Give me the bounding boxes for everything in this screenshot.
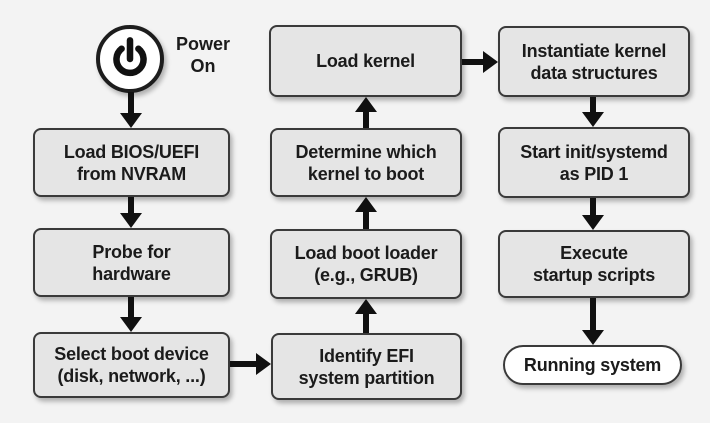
arrow-loadkernel-to-instantiate [462,51,498,73]
arrow-bootloader-to-determine [355,197,377,229]
node-text-line: startup scripts [532,265,656,285]
node-load-boot-loader: Load boot loader (e.g., GRUB) [270,229,462,299]
power-on-label: Power On [170,33,236,77]
node-text-line: Start init/systemd [520,141,668,162]
node-text-line: Load BIOS/UEFI [63,141,200,162]
node-text-line: Load kernel [316,51,415,71]
node-text-line: from NVRAM [77,163,186,184]
power-on-label-line1: Power [175,34,231,54]
node-text-line: hardware [92,263,171,284]
arrow-init-to-execute [582,198,604,230]
node-text-line: (disk, network, ...) [57,366,206,386]
node-text-line: system partition [298,367,435,388]
arrow-probe-to-select [120,297,142,332]
arrow-execute-to-running [582,298,604,345]
node-text-line: Probe for [92,241,171,262]
arrow-identify-to-bootloader [355,299,377,333]
arrow-select-to-identify [230,353,271,375]
node-instantiate-kernel: Instantiate kernel data structures [498,26,690,97]
node-text-line: Load boot loader [294,243,438,263]
node-identify-efi: Identify EFI system partition [271,333,462,400]
node-load-kernel: Load kernel [269,25,462,97]
node-text-line: data structures [530,62,658,83]
arrow-determine-to-loadkernel [355,97,377,128]
node-text-line: Determine which [295,141,437,162]
node-execute-startup: Execute startup scripts [498,230,690,298]
node-text-line: Instantiate kernel [521,40,667,61]
arrow-bios-to-probe [120,197,142,228]
node-text-line: as PID 1 [559,163,629,184]
node-text-line: (e.g., GRUB) [314,265,418,285]
arrow-power-to-bios [120,92,142,128]
node-text-line: Select boot device [54,344,209,364]
node-text-line: Execute [560,243,628,263]
power-on-label-line2: On [190,56,216,76]
node-probe-hardware: Probe for hardware [33,228,230,297]
node-text-line: Running system [523,355,662,375]
node-text-line: kernel to boot [307,163,425,184]
node-determine-kernel: Determine which kernel to boot [270,128,462,197]
node-select-boot-device: Select boot device (disk, network, ...) [33,332,230,398]
power-icon [96,25,164,93]
arrow-instantiate-to-init [582,97,604,127]
node-start-init: Start init/systemd as PID 1 [498,127,690,198]
node-text-line: Identify EFI [319,345,414,366]
node-running-system: Running system [503,345,682,385]
node-load-bios: Load BIOS/UEFI from NVRAM [33,128,230,197]
